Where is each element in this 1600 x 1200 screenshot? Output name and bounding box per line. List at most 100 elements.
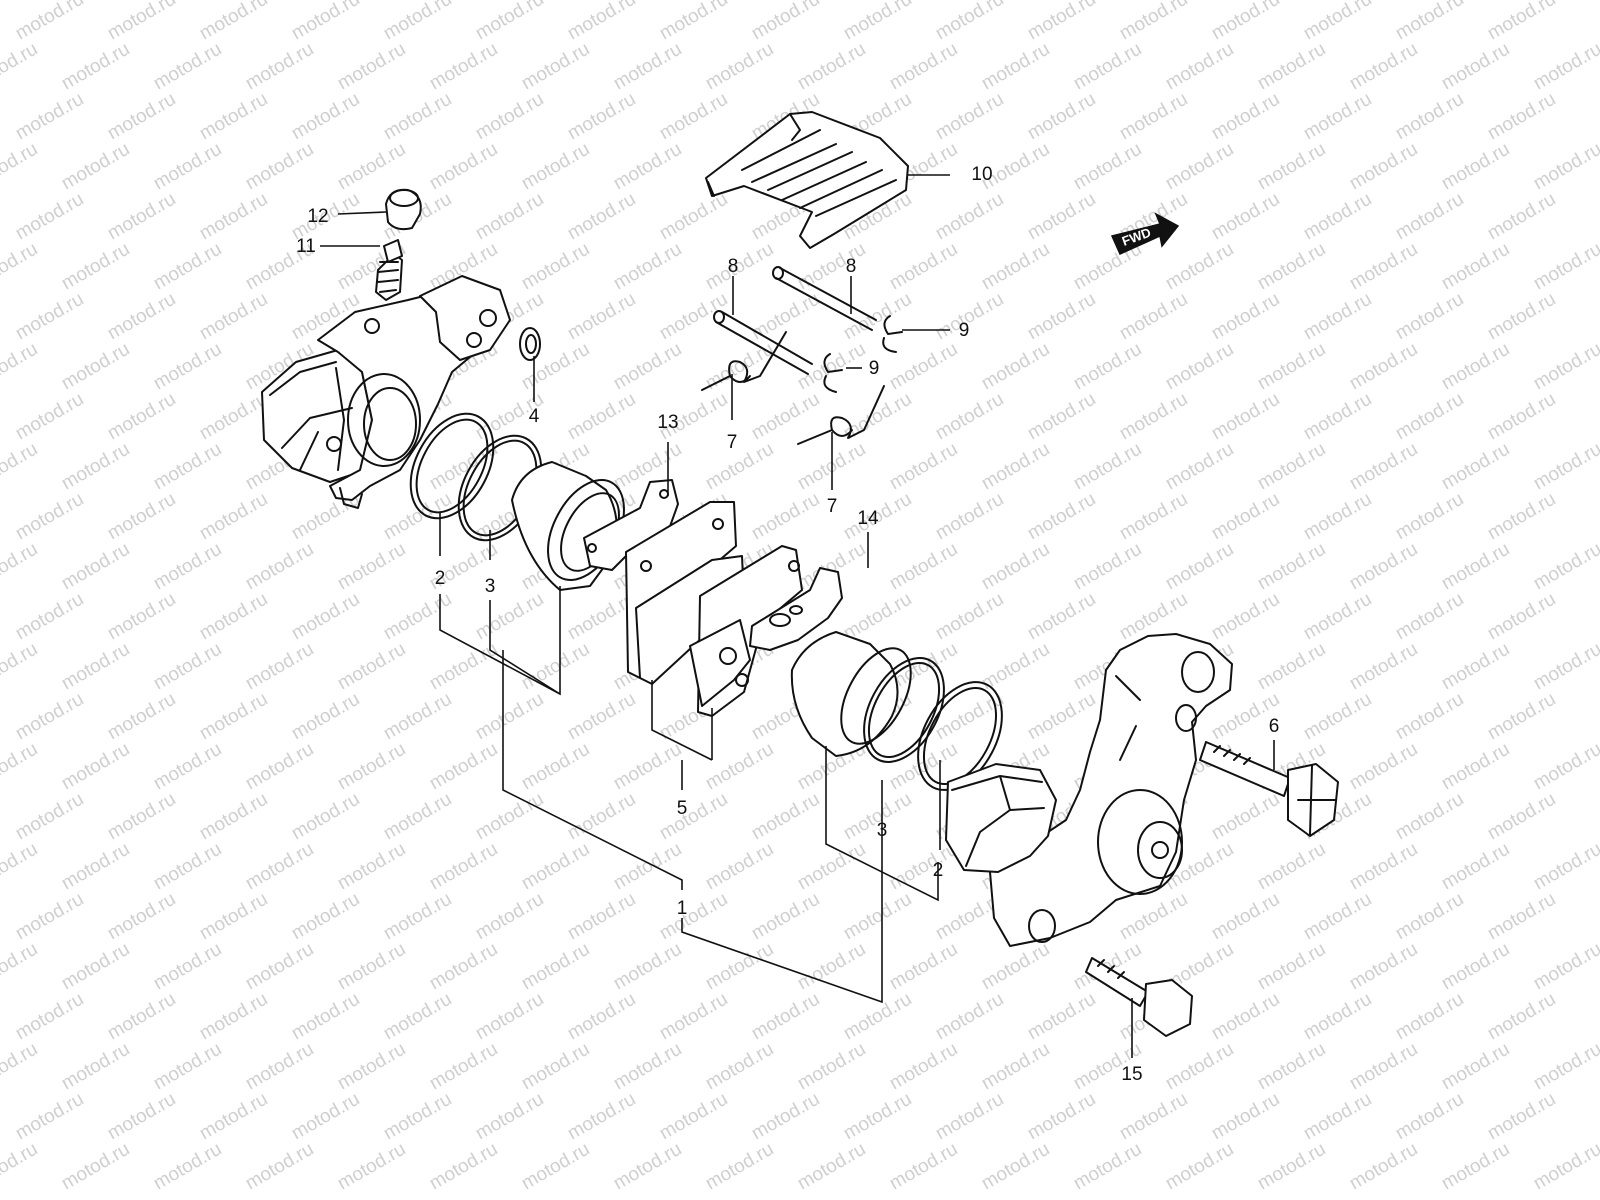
watermark-text: motod.ru (886, 439, 961, 495)
watermark-text: motod.ru (426, 839, 501, 895)
watermark-text: motod.ru (12, 889, 87, 945)
watermark-text: motod.ru (518, 1039, 593, 1095)
pad-shim-right (749, 567, 843, 651)
watermark-text: motod.ru (1208, 0, 1283, 44)
watermark-text: motod.ru (472, 789, 547, 845)
watermark-text: motod.ru (472, 1089, 547, 1145)
watermark-text: motod.ru (1162, 239, 1237, 295)
watermark-text: motod.ru (1116, 0, 1191, 44)
watermark-text: motod.ru (1254, 1139, 1329, 1195)
watermark-text: motod.ru (564, 989, 639, 1045)
watermark-text: motod.ru (288, 889, 363, 945)
watermark-text: motod.ru (104, 889, 179, 945)
watermark-text: motod.ru (426, 739, 501, 795)
watermark-text: motod.ru (0, 739, 41, 795)
watermark-text: motod.ru (748, 1089, 823, 1145)
watermark-text: motod.ru (702, 439, 777, 495)
callout-8-left: 8 (728, 256, 739, 277)
watermark-text: motod.ru (1530, 39, 1600, 95)
watermark-text: motod.ru (58, 639, 133, 695)
watermark-text: motod.ru (12, 189, 87, 245)
watermark-text: motod.ru (196, 889, 271, 945)
watermark-text: motod.ru (472, 589, 547, 645)
watermark-text: motod.ru (1530, 139, 1600, 195)
watermark-text: motod.ru (1484, 89, 1559, 145)
watermark-text: motod.ru (1392, 0, 1467, 44)
callout-3-left: 3 (485, 576, 496, 597)
watermark-text: motod.ru (242, 639, 317, 695)
watermark-text: motod.ru (1208, 389, 1283, 445)
caliper-right-half (945, 633, 1233, 947)
watermark-text: motod.ru (196, 389, 271, 445)
watermark-text: motod.ru (1024, 989, 1099, 1045)
watermark-text: motod.ru (104, 1089, 179, 1145)
watermark-text: motod.ru (702, 739, 777, 795)
watermark-text: motod.ru (932, 189, 1007, 245)
mounting-bolt-6 (1199, 741, 1339, 837)
watermark-text: motod.ru (702, 239, 777, 295)
watermark-text: motod.ru (150, 1139, 225, 1195)
watermark-text: motod.ru (1254, 239, 1329, 295)
watermark-text: motod.ru (886, 939, 961, 995)
watermark-text: motod.ru (886, 539, 961, 595)
watermark-text: motod.ru (656, 789, 731, 845)
watermark-text: motod.ru (58, 439, 133, 495)
watermark-text: motod.ru (12, 789, 87, 845)
watermark-text: motod.ru (610, 239, 685, 295)
watermark-text: motod.ru (334, 639, 409, 695)
watermark-text: motod.ru (1162, 39, 1237, 95)
watermark-text: motod.ru (1346, 539, 1421, 595)
bleeder-cap (385, 188, 422, 231)
watermark-text: motod.ru (242, 939, 317, 995)
watermark-text: motod.ru (12, 0, 87, 44)
watermark-text: motod.ru (1208, 789, 1283, 845)
watermark-text: motod.ru (656, 989, 731, 1045)
watermark-text: motod.ru (472, 189, 547, 245)
callout-2-right: 2 (933, 860, 944, 881)
watermark-text: motod.ru (1070, 539, 1145, 595)
pad-pin-right (772, 266, 877, 331)
watermark-text: motod.ru (242, 39, 317, 95)
watermark-text: motod.ru (1392, 889, 1467, 945)
callout-3-right: 3 (877, 820, 888, 841)
watermark-text: motod.ru (1484, 389, 1559, 445)
callout-6: 6 (1269, 716, 1280, 737)
watermark-text: motod.ru (1070, 439, 1145, 495)
piston-right (790, 631, 912, 757)
watermark-text: motod.ru (886, 1139, 961, 1195)
watermark-text: motod.ru (1484, 0, 1559, 44)
watermark-text: motod.ru (1300, 889, 1375, 945)
watermark-text: motod.ru (702, 939, 777, 995)
watermark-text: motod.ru (12, 989, 87, 1045)
watermark-text: motod.ru (380, 989, 455, 1045)
watermark-text: motod.ru (104, 489, 179, 545)
callout-9-upper: 9 (959, 320, 970, 341)
watermark-text: motod.ru (334, 139, 409, 195)
watermark-text: motod.ru (1070, 1139, 1145, 1195)
watermark-text: motod.ru (1438, 1139, 1513, 1195)
watermark-text: motod.ru (150, 839, 225, 895)
watermark-text: motod.ru (1254, 139, 1329, 195)
watermark-text: motod.ru (1300, 589, 1375, 645)
watermark-text: motod.ru (1346, 739, 1421, 795)
callout-15: 15 (1121, 1064, 1142, 1085)
watermark-text: motod.ru (564, 89, 639, 145)
watermark-text: motod.ru (104, 389, 179, 445)
watermark-text: motod.ru (1208, 989, 1283, 1045)
watermark-text: motod.ru (1530, 339, 1600, 395)
watermark-text: motod.ru (1254, 39, 1329, 95)
watermark-text: motod.ru (840, 1089, 915, 1145)
callout-4: 4 (529, 406, 540, 427)
watermark-text: motod.ru (334, 539, 409, 595)
watermark-text: motod.ru (288, 789, 363, 845)
watermark-text: motod.ru (1484, 989, 1559, 1045)
watermark-text: motod.ru (702, 839, 777, 895)
watermark-text: motod.ru (1484, 189, 1559, 245)
watermark-text: motod.ru (1392, 289, 1467, 345)
watermark-text: motod.ru (1162, 439, 1237, 495)
watermark-text: motod.ru (932, 589, 1007, 645)
watermark-text: motod.ru (1208, 1089, 1283, 1145)
watermark-text: motod.ru (472, 889, 547, 945)
watermark-text: motod.ru (1438, 39, 1513, 95)
